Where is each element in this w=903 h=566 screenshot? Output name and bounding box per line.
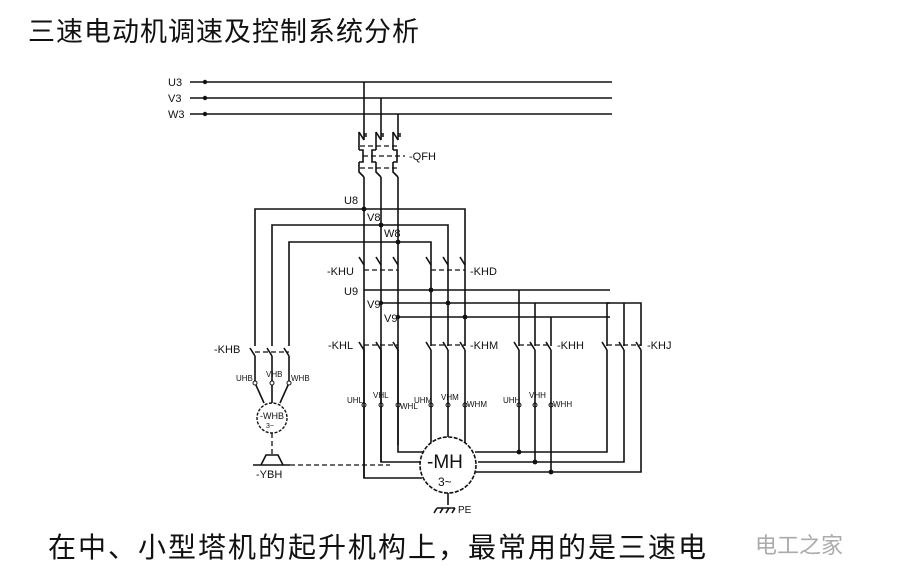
label-uhh: UHH xyxy=(503,396,521,405)
contact xyxy=(358,256,466,266)
label-u3: U3 xyxy=(168,77,182,89)
wire xyxy=(363,350,422,479)
wire xyxy=(254,356,290,404)
node xyxy=(516,449,522,455)
label-w9: V9 xyxy=(384,313,397,325)
node xyxy=(202,111,208,117)
winding-terminals: UHL VHL WHL UHM VHM WHM UHH VHH WHH xyxy=(347,350,642,479)
wire xyxy=(288,241,432,346)
circuit-diagram: U3 V3 W3 -QFH U8 V8 W8 xyxy=(168,77,671,516)
wire xyxy=(430,350,466,445)
node xyxy=(395,239,401,245)
node xyxy=(532,459,538,465)
label-khj: -KHJ xyxy=(647,340,671,352)
main-motor-phase: 3~ xyxy=(438,475,452,489)
node xyxy=(428,287,434,293)
contact xyxy=(358,162,399,178)
wire xyxy=(518,290,552,346)
main-motor-symbol xyxy=(419,436,477,494)
contactor-row-1: -KHU -KHD xyxy=(327,256,497,278)
label-w3: W3 xyxy=(168,109,185,121)
wire xyxy=(397,350,425,453)
terminal xyxy=(269,380,275,386)
node xyxy=(445,300,451,306)
label-uhb: UHB xyxy=(236,374,253,383)
label-khd: -KHD xyxy=(470,266,497,278)
node xyxy=(202,79,208,85)
brake-symbol xyxy=(260,454,284,466)
contact xyxy=(392,131,401,141)
node xyxy=(378,300,384,306)
node xyxy=(378,222,384,228)
wire xyxy=(254,208,466,346)
label-v9: V9 xyxy=(367,299,380,311)
brake-motor-branch: UHB VHB WHB -WHB 3~ -YBH xyxy=(236,356,390,481)
label-ybh: -YBH xyxy=(256,469,282,481)
label-khb: -KHB xyxy=(214,344,240,356)
contact xyxy=(513,341,552,351)
watermark: 电工之家 xyxy=(755,534,844,559)
bus-8: U8 V8 W8 xyxy=(254,195,466,346)
label-u8: U8 xyxy=(344,195,358,207)
label-whm: WHM xyxy=(467,400,487,409)
label-pe: PE xyxy=(458,505,472,516)
label-v8: V8 xyxy=(367,212,380,224)
contact xyxy=(375,131,384,141)
bus-9: U9 V9 V9 xyxy=(344,286,642,346)
label-w8: W8 xyxy=(384,228,401,240)
label-vhb: VHB xyxy=(266,370,282,379)
contact xyxy=(358,131,367,141)
node xyxy=(462,314,468,320)
label-khh: -KHH xyxy=(557,340,584,352)
label-whh: WHH xyxy=(553,400,572,409)
contact xyxy=(358,341,399,351)
label-vhh: VHH xyxy=(529,391,546,400)
terminal xyxy=(252,380,258,386)
wire xyxy=(474,350,642,473)
label-whb: WHB xyxy=(291,374,310,383)
label-uhl: UHL xyxy=(347,396,364,405)
contact xyxy=(425,341,466,351)
wire xyxy=(271,224,449,346)
wire xyxy=(380,350,420,463)
contactor-row-2: -KHB -KHL -KHM -KHH -KHJ xyxy=(214,340,671,357)
ground-icon xyxy=(433,507,456,514)
breaker-qfh: -QFH xyxy=(358,82,436,478)
node xyxy=(361,206,367,212)
contact xyxy=(601,341,642,351)
label-khl: -KHL xyxy=(328,340,353,352)
node xyxy=(202,95,208,101)
label-khm: -KHM xyxy=(470,340,498,352)
label-vhm: VHM xyxy=(441,393,459,402)
label-whl: WHL xyxy=(400,402,418,411)
contact xyxy=(249,347,290,357)
label-v3: V3 xyxy=(168,93,181,105)
main-motor-name: -MH xyxy=(427,452,463,473)
label-uhm: UHM xyxy=(414,396,433,405)
page-title: 三速电动机调速及控制系统分析 xyxy=(28,17,420,48)
terminal xyxy=(286,380,292,386)
node xyxy=(548,469,554,475)
caption-text: 在中、小型塔机的起升机构上，最常用的是三速电 xyxy=(48,531,709,564)
brake-motor-phase: 3~ xyxy=(266,423,274,430)
label-u9: U9 xyxy=(344,286,358,298)
label-khu: -KHU xyxy=(327,266,354,278)
supply-bus: U3 V3 W3 xyxy=(168,77,612,121)
node xyxy=(395,314,401,320)
main-motor: -MH 3~ PE xyxy=(419,436,477,516)
wire xyxy=(606,302,642,346)
label-qfh: -QFH xyxy=(409,151,436,163)
wire xyxy=(518,350,552,472)
brake-motor-name: -WHB xyxy=(260,411,284,421)
